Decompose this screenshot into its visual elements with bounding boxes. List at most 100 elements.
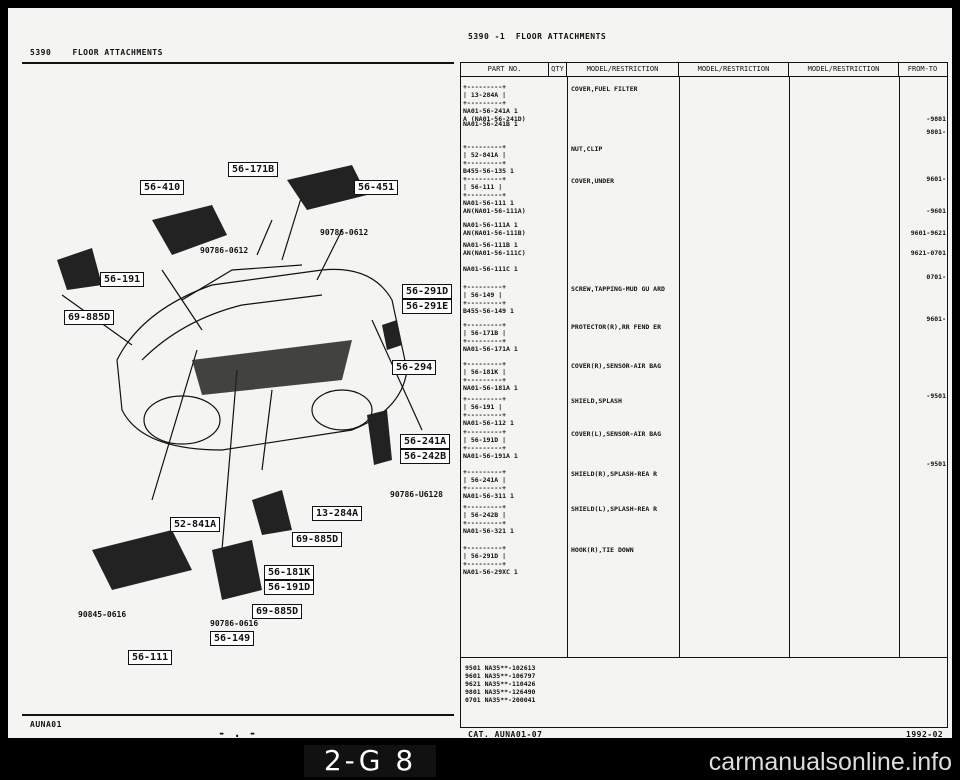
legend-line: 9501 NA35**-102613 [465, 664, 536, 672]
callout-56-191d: 56-191D [264, 580, 315, 595]
table-header: PART NO. QTY MODEL/RESTRICTION MODEL/RES… [461, 63, 947, 77]
legend-line: 9601 NA35**-106797 [465, 672, 536, 680]
part-number-cell: +---------+| 56-291D |+---------+NA01-56… [463, 544, 563, 576]
part-number: AN(NA01-56-111C) [463, 249, 526, 257]
part-number: B455-56-149 1 [463, 307, 514, 315]
ref-box-line: +---------+ [463, 468, 507, 476]
left-page-header: 5390 FLOOR ATTACHMENTS [30, 48, 163, 57]
part-description: NUT,CLIP [571, 145, 603, 153]
part-description: COVER(L),SENSOR-AIR BAG [571, 430, 662, 438]
callout-69-885d: 69-885D [64, 310, 115, 325]
left-footer-rule [22, 714, 454, 716]
part-description: COVER,UNDER [571, 177, 615, 185]
part-number: A (NA01-56-241D) [463, 115, 526, 123]
col-qty: QTY [549, 63, 567, 76]
callout-56-291e: 56-291E [402, 299, 453, 314]
ref-box-line: +---------+ [463, 283, 507, 291]
callout-69-885d-3: 69-885D [252, 604, 303, 619]
ref-box-line: +---------+ [463, 191, 507, 199]
callout-69-885d-2: 69-885D [292, 532, 343, 547]
car-illustration [57, 165, 423, 600]
right-page-header: 5390 -1 FLOOR ATTACHMENTS [468, 32, 607, 41]
part-number-cell: +---------+| 13-284A |+---------+NA01-56… [463, 83, 563, 123]
col-divider [789, 76, 790, 657]
callout-56-171b: 56-171B [228, 162, 279, 177]
part-number: NA01-56-321 1 [463, 527, 514, 535]
ref-box-line: +---------+ [463, 299, 507, 307]
from-to-value: -9601 [926, 207, 946, 215]
callout-56-294: 56-294 [392, 360, 437, 375]
ref-box-line: +---------+ [463, 395, 507, 403]
ref-box-line: | 56-191D | [463, 436, 507, 444]
callout-56-111: 56-111 [128, 650, 173, 665]
left-footer-dash: - . - [218, 726, 257, 740]
part-description: HOOK(R),TIE DOWN [571, 546, 634, 554]
part-number: NA01-56-29XC 1 [463, 568, 518, 576]
col-model-1: MODEL/RESTRICTION [567, 63, 679, 76]
ref-box-line: +---------+ [463, 175, 507, 183]
ref-box-line: | 56-191 | [463, 403, 503, 411]
ref-box-line: +---------+ [463, 503, 507, 511]
ref-box-line: +---------+ [463, 99, 507, 107]
col-model-2: MODEL/RESTRICTION [679, 63, 789, 76]
part-number-cell: +---------+| 56-191 |+---------+NA01-56-… [463, 395, 563, 427]
part-label-90845-0616: 90845-0616 [78, 610, 127, 619]
part-description: SCREW,TAPPING-MUD GU ARD [571, 285, 665, 293]
part-number: NA01-56-171A 1 [463, 345, 518, 353]
legend-line: 0701 NA35**-200041 [465, 696, 536, 704]
part-number: NA01-56-111 1 [463, 199, 514, 207]
ref-box-line: +---------+ [463, 428, 507, 436]
part-number-cell: +---------+| 56-171B |+---------+NA01-56… [463, 321, 563, 353]
ref-box-line: +---------+ [463, 544, 507, 552]
ref-box-line: +---------+ [463, 519, 507, 527]
ref-box-line: +---------+ [463, 143, 507, 151]
catalog-code: CAT. AUNA01-07 [468, 730, 543, 739]
part-number: B455-56-135 1 [463, 167, 514, 175]
ref-box-line: | 56-181K | [463, 368, 507, 376]
callout-13-284a: 13-284A [312, 506, 363, 521]
part-number-cell: +---------+| 56-191D |+---------+NA01-56… [463, 428, 563, 460]
from-to-value: -9801 [926, 115, 946, 123]
ref-box-line: +---------+ [463, 484, 507, 492]
col-from-to: FROM-TO [907, 65, 938, 73]
ref-box-line: +---------+ [463, 83, 507, 91]
legend-line: 9801 NA35**-126490 [465, 688, 536, 696]
from-to-value: 9601- [926, 175, 946, 183]
part-number: NA01-56-111B 1 [463, 241, 518, 249]
part-number-cell: +---------+| 52-841A |+---------+B455-56… [463, 143, 563, 175]
table-footer: 9501 NA35**-102613 9601 NA35**-106797 96… [461, 657, 947, 704]
part-number: NA01-56-241B 1 [463, 120, 518, 128]
callout-56-181k: 56-181K [264, 565, 315, 580]
part-number: AN(NA01-56-111A) [463, 207, 526, 215]
legend-line: 9621 NA35**-110426 [465, 680, 536, 688]
callout-56-241a: 56-241A [400, 434, 451, 449]
parts-diagram: 56-410 56-171B 56-451 56-191 69-885D 56-… [22, 70, 453, 710]
part-number-cell: +---------+| 56-149 |+---------+B455-56-… [463, 283, 563, 315]
ref-box-line: | 56-111 | [463, 183, 503, 191]
ref-box-line: +---------+ [463, 159, 507, 167]
part-number-cell: +---------+| 56-241A |+---------+NA01-56… [463, 468, 563, 500]
part-number-cell: NA01-56-111C 1 [463, 265, 563, 273]
ref-box-line: +---------+ [463, 411, 507, 419]
ref-box-line: | 52-841A | [463, 151, 507, 159]
callout-56-451: 56-451 [354, 180, 399, 195]
from-to-value: -9501 [926, 392, 946, 400]
callout-52-841a: 52-841A [170, 517, 221, 532]
part-label-90786-0612-a: 90786-0612 [320, 228, 369, 237]
from-to-value: 9601- [926, 315, 946, 323]
part-number-cell: +---------+| 56-111 |+---------+NA01-56-… [463, 175, 563, 215]
part-number: NA01-56-241A 1 [463, 107, 518, 115]
ref-box-line: | 56-171B | [463, 329, 507, 337]
col-divider [679, 76, 680, 657]
part-number: NA01-56-181A 1 [463, 384, 518, 392]
col-part-no: PART NO. [461, 63, 549, 76]
part-number: NA01-56-111C 1 [463, 265, 518, 273]
catalog-date: 1992-02 [906, 730, 944, 739]
catalog-page: 5390 FLOOR ATTACHMENTS 5390 -1 FLOOR ATT… [8, 8, 952, 740]
ref-box-line: +---------+ [463, 444, 507, 452]
col-divider [567, 76, 568, 657]
part-number-cell: NA01-56-241B 1 [463, 120, 563, 128]
from-to-value: 0701- [926, 273, 946, 281]
part-description: COVER(R),SENSOR-AIR BAG [571, 362, 662, 370]
